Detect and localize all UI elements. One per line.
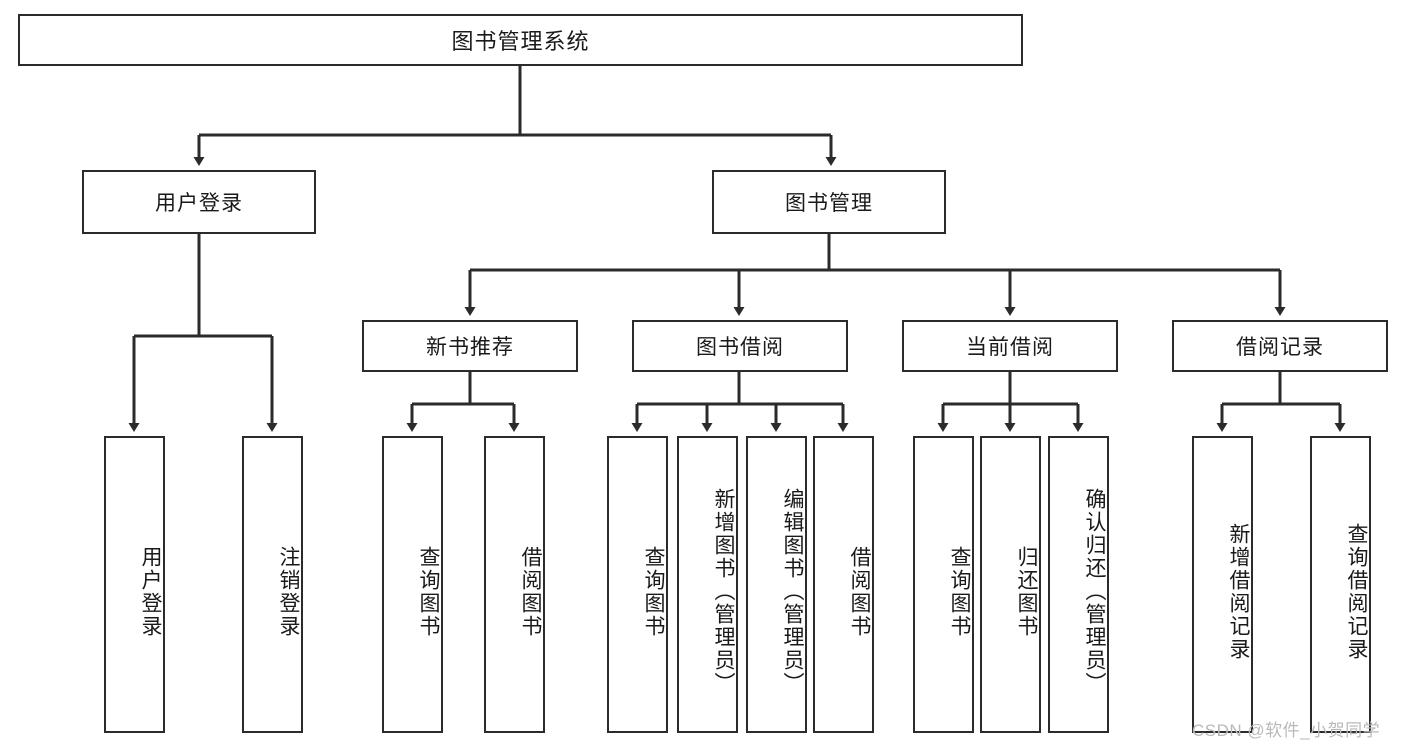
node-label: 归还图书 bbox=[1015, 545, 1038, 638]
node-label: 新增图书（管理员） bbox=[712, 488, 735, 695]
node-label: 新书推荐 bbox=[426, 336, 514, 359]
leaf-current-confirm-return[interactable]: 确认归还（管理员） bbox=[1048, 436, 1109, 733]
leaf-borrow-query-book[interactable]: 查询图书 bbox=[607, 436, 668, 733]
leaf-user-login[interactable]: 用户登录 bbox=[104, 436, 165, 733]
node-book-borrow[interactable]: 图书借阅 bbox=[632, 320, 848, 372]
node-borrow-record[interactable]: 借阅记录 bbox=[1172, 320, 1388, 372]
node-label: 查询图书 bbox=[948, 545, 971, 638]
node-current-borrow[interactable]: 当前借阅 bbox=[902, 320, 1118, 372]
leaf-borrow-borrow-book[interactable]: 借阅图书 bbox=[813, 436, 874, 733]
leaf-user-logout[interactable]: 注销登录 bbox=[242, 436, 303, 733]
node-label: 当前借阅 bbox=[966, 336, 1054, 359]
node-root-system[interactable]: 图书管理系统 bbox=[18, 14, 1023, 66]
node-label: 图书借阅 bbox=[696, 336, 784, 359]
node-label: 借阅图书 bbox=[848, 545, 871, 638]
node-label: 借阅图书 bbox=[519, 545, 542, 638]
leaf-new-book-query[interactable]: 查询图书 bbox=[382, 436, 443, 733]
node-label: 查询借阅记录 bbox=[1345, 522, 1368, 661]
node-new-book-recommend[interactable]: 新书推荐 bbox=[362, 320, 578, 372]
leaf-record-query[interactable]: 查询借阅记录 bbox=[1310, 436, 1371, 733]
node-label: 查询图书 bbox=[642, 545, 665, 638]
node-user-login[interactable]: 用户登录 bbox=[82, 170, 316, 234]
leaf-borrow-add-book[interactable]: 新增图书（管理员） bbox=[677, 436, 738, 733]
node-label: 查询图书 bbox=[417, 545, 440, 638]
node-label: 用户登录 bbox=[155, 192, 243, 215]
node-label: 新增借阅记录 bbox=[1227, 522, 1250, 661]
csdn-watermark: CSDN @软件_小贺同学 bbox=[1192, 721, 1381, 740]
leaf-new-book-borrow[interactable]: 借阅图书 bbox=[484, 436, 545, 733]
leaf-borrow-edit-book[interactable]: 编辑图书（管理员） bbox=[746, 436, 807, 733]
node-label: 图书管理 bbox=[785, 192, 873, 215]
node-label: 确认归还（管理员） bbox=[1083, 488, 1106, 695]
leaf-record-add[interactable]: 新增借阅记录 bbox=[1192, 436, 1253, 733]
node-label: 用户登录 bbox=[139, 545, 162, 638]
node-label: 图书管理系统 bbox=[451, 29, 590, 54]
node-label: 注销登录 bbox=[277, 545, 300, 638]
leaf-current-return-book[interactable]: 归还图书 bbox=[980, 436, 1041, 733]
node-label: 编辑图书（管理员） bbox=[781, 488, 804, 695]
node-book-management[interactable]: 图书管理 bbox=[712, 170, 946, 234]
leaf-current-query-book[interactable]: 查询图书 bbox=[913, 436, 974, 733]
node-label: 借阅记录 bbox=[1236, 336, 1324, 359]
